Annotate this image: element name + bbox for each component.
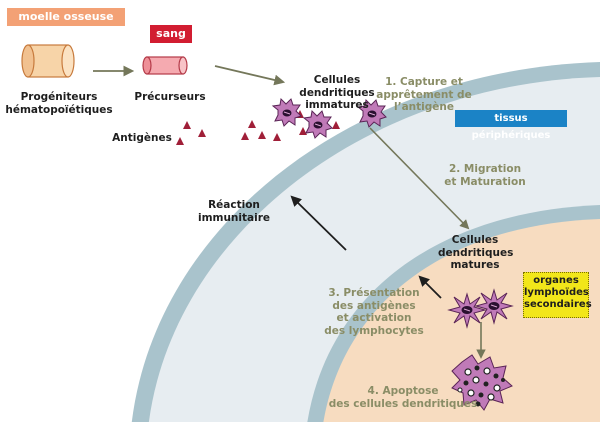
mature-dendritic-cell bbox=[447, 292, 487, 329]
immune-reaction-arrow bbox=[290, 195, 347, 251]
immature-dendritic-cell bbox=[302, 109, 333, 139]
precursors-label: Précurseurs bbox=[134, 91, 206, 103]
antigen-triangle bbox=[258, 131, 266, 139]
antigen-triangle bbox=[241, 132, 249, 140]
marrow-tag: moelle osseuse bbox=[7, 8, 125, 26]
precursor-cylinder bbox=[142, 56, 188, 75]
antigen-triangle bbox=[273, 133, 281, 141]
immature-dendritic-cell bbox=[356, 98, 387, 128]
antigen-triangle bbox=[183, 121, 191, 129]
progenitor-cylinder bbox=[21, 44, 75, 78]
step3-label: 3. Présentation des antigènes et activat… bbox=[324, 287, 424, 337]
presentation-arrow bbox=[418, 275, 442, 299]
migration-arrow bbox=[369, 127, 470, 230]
antigen-triangle bbox=[299, 127, 307, 135]
tissue-tag: tissus périphériques bbox=[455, 110, 567, 141]
immature-cells-label: Cellules dendritiques immatures bbox=[299, 74, 375, 112]
mature-cells-label: Cellules dendritiques matures bbox=[438, 234, 514, 272]
step2-label: 2. Migration et Maturation bbox=[444, 163, 526, 188]
step1-label: 1. Capture et apprêtement de l’antigène bbox=[376, 76, 472, 114]
progenitors-label: Progéniteurs hématopoïétiques bbox=[5, 91, 113, 116]
immature-dendritic-cell bbox=[271, 97, 302, 127]
blood-tag: sang bbox=[150, 25, 192, 43]
step4-label: 4. Apoptose des cellules dendritiques bbox=[328, 385, 478, 410]
antigen-triangle bbox=[176, 137, 184, 145]
antigen-triangle bbox=[332, 121, 340, 129]
antigen-triangle bbox=[198, 129, 206, 137]
lymphoid-tag: organes lymphoïdes secondaires bbox=[523, 272, 592, 318]
blood-to-tissue-arrow bbox=[214, 65, 286, 86]
mature-dendritic-cell bbox=[474, 288, 514, 325]
apoptotic-cell-cluster bbox=[451, 354, 513, 411]
antigens-label: Antigènes bbox=[112, 132, 172, 144]
antigen-triangles bbox=[176, 110, 340, 145]
antigen-triangle bbox=[248, 120, 256, 128]
lymphoid-zone bbox=[323, 219, 600, 422]
immune-reaction-label: Réaction immunitaire bbox=[197, 199, 271, 224]
